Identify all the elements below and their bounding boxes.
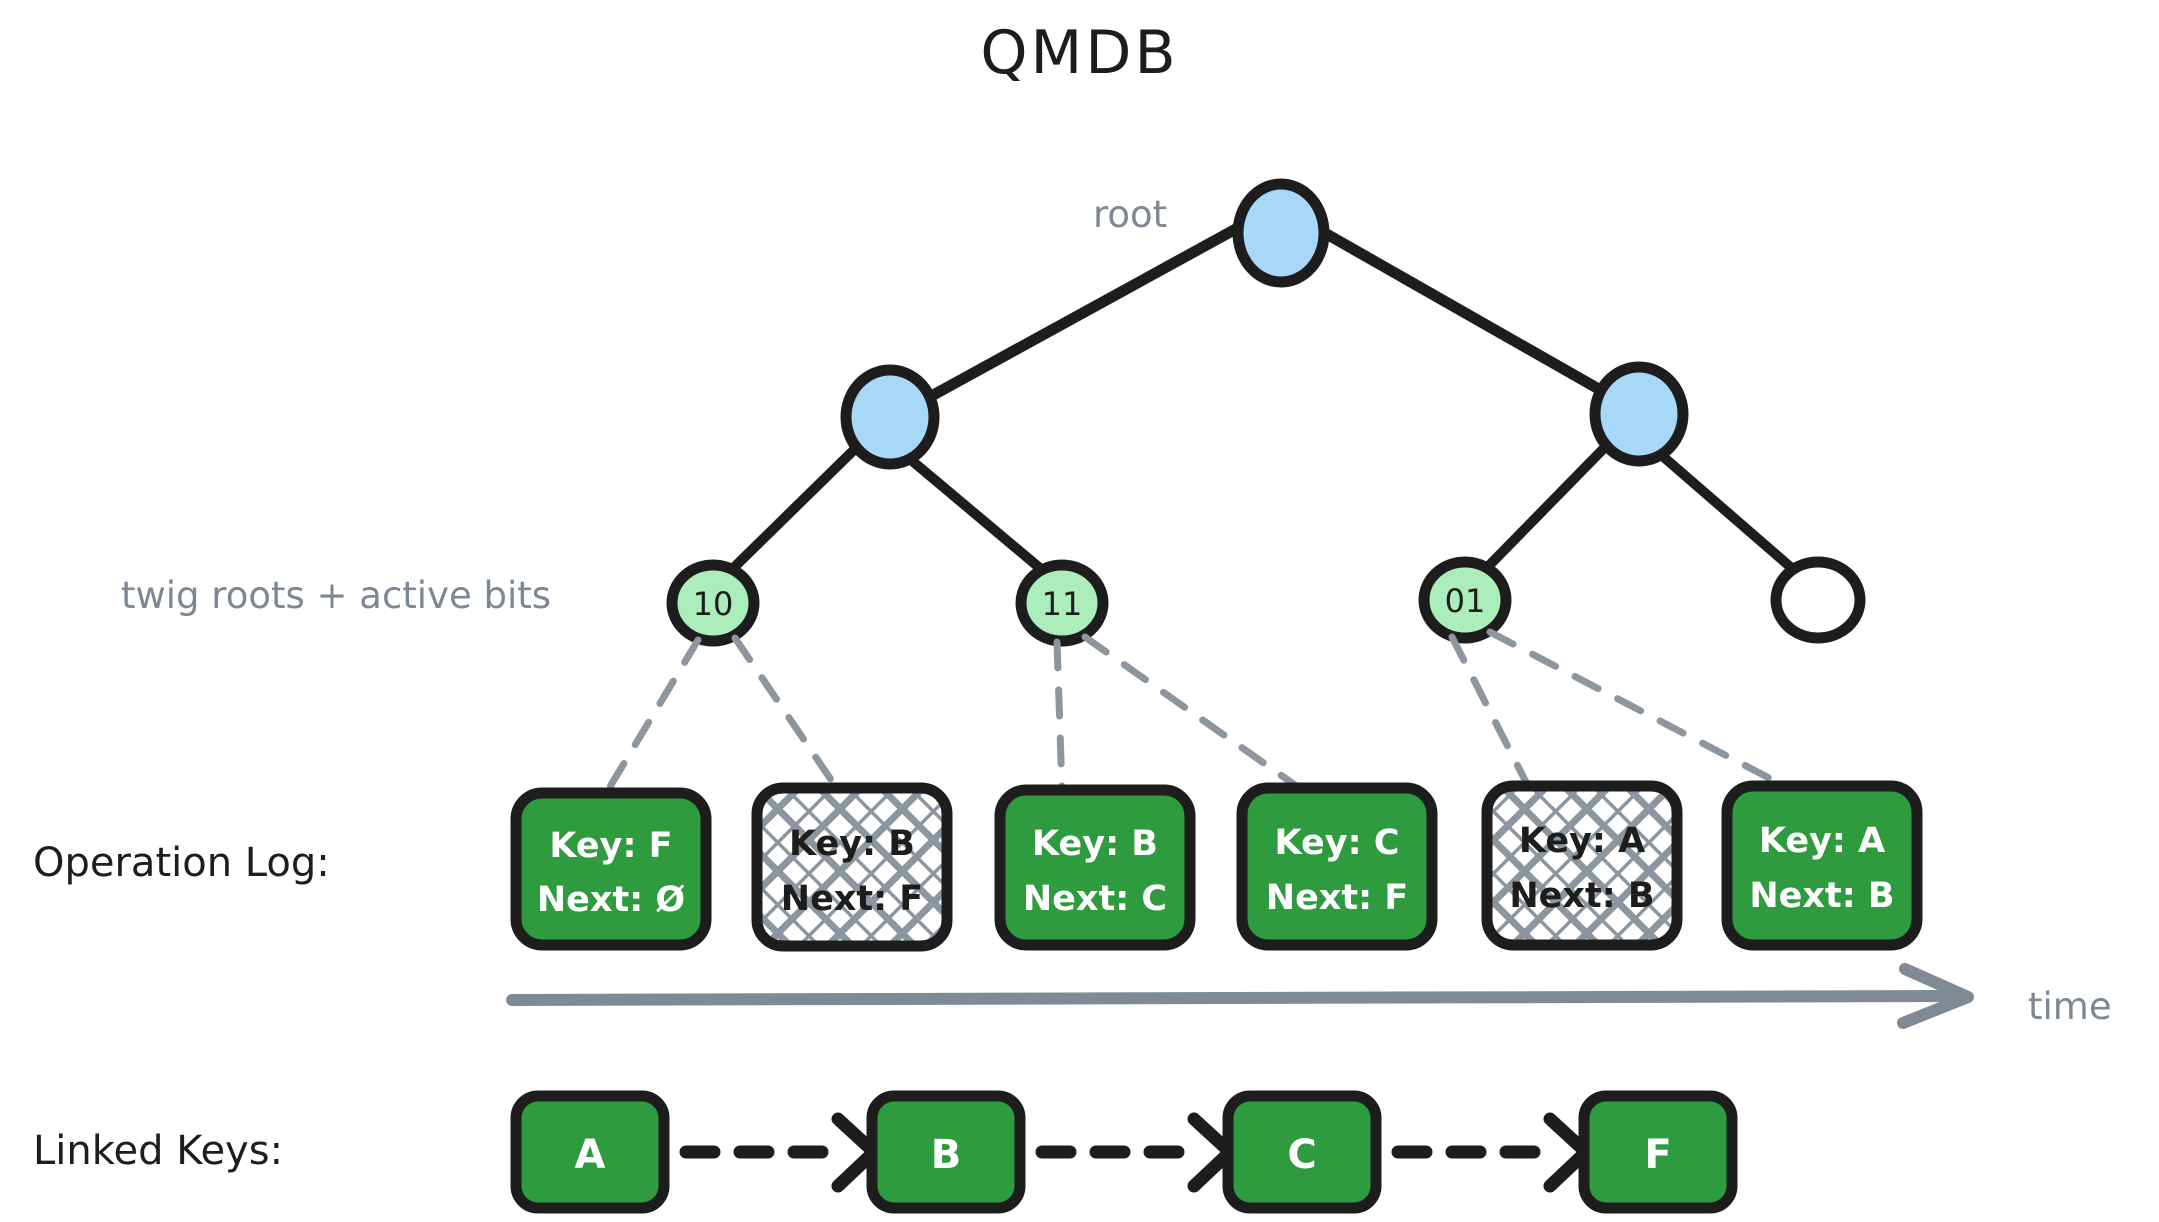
twig-to-log-connectors [604,628,1796,794]
linked-keys-label: Linked Keys: [33,1128,284,1174]
linked-key-node-f-label: F [1644,1132,1671,1178]
tree-node-twig-empty[interactable] [1770,556,1866,644]
operation-log-entry-5-next: Next: B [1509,876,1654,916]
linked-key-node-b[interactable]: B [866,1090,1026,1214]
operation-log-entry-1-key: Key: F [549,826,672,866]
linked-keys-arrow-1 [679,1112,881,1193]
operation-log-entry-6[interactable]: Key: A Next: B [1721,780,1923,951]
operation-log-entry-3-key: Key: B [1032,824,1158,864]
tree-node-twig-10-label: 10 [693,585,734,623]
tree-edges [709,202,1807,592]
operation-log-entry-2-key: Key: B [789,824,915,864]
linked-key-node-f[interactable]: F [1578,1090,1738,1214]
operation-log-entry-5-key: Key: A [1519,821,1645,861]
linked-key-node-c[interactable]: C [1222,1090,1382,1214]
tree-node-twig-01[interactable]: 01 [1418,556,1512,644]
tree-node-internal-right[interactable] [1589,361,1689,467]
linked-key-node-a[interactable]: A [510,1090,670,1214]
linked-key-node-b-label: B [931,1132,962,1178]
twig-roots-label: twig roots + active bits [121,574,552,617]
operation-log-entry-6-key: Key: A [1759,821,1885,861]
operation-log-entry-4[interactable]: Key: C Next: F [1236,782,1438,951]
linked-keys-arrow-3 [1391,1112,1593,1193]
operation-log-entry-2-next: Next: F [781,879,923,919]
operation-log-entry-1[interactable]: Key: F Next: Ø [510,787,712,951]
operation-log-entry-3-next: Next: C [1023,879,1167,919]
tree-node-twig-10[interactable]: 10 [666,559,760,647]
tree-node-twig-01-label: 01 [1445,582,1486,620]
operation-log-entry-3[interactable]: Key: B Next: C [994,784,1196,951]
operation-log-entry-4-key: Key: C [1275,823,1400,863]
time-axis-arrow [506,963,1974,1029]
linked-key-node-a-label: A [575,1132,606,1178]
operation-log-entry-5[interactable]: Key: A Next: B [1481,780,1683,951]
linked-keys-row: A B C [510,1090,1738,1214]
page-title: QMDB [980,18,1179,88]
root-label: root [1093,193,1168,236]
operation-log-entry-4-next: Next: F [1266,878,1408,918]
operation-log-entry-1-next: Next: Ø [537,880,685,920]
linked-key-node-c-label: C [1287,1132,1316,1178]
tree-node-root[interactable] [1232,178,1330,288]
operation-log-row: Key: F Next: Ø Key: B Next: F Key: B Nex… [510,780,1923,952]
tree-node-twig-11-label: 11 [1042,585,1083,623]
operation-log-entry-6-next: Next: B [1749,876,1894,916]
tree-node-twig-11[interactable]: 11 [1015,559,1109,647]
operation-log-label: Operation Log: [33,840,330,886]
tree-node-internal-left[interactable] [840,364,940,470]
time-label: time [2028,985,2112,1028]
operation-log-entry-2[interactable]: Key: B Next: F [751,782,953,952]
linked-keys-arrow-2 [1035,1112,1237,1193]
